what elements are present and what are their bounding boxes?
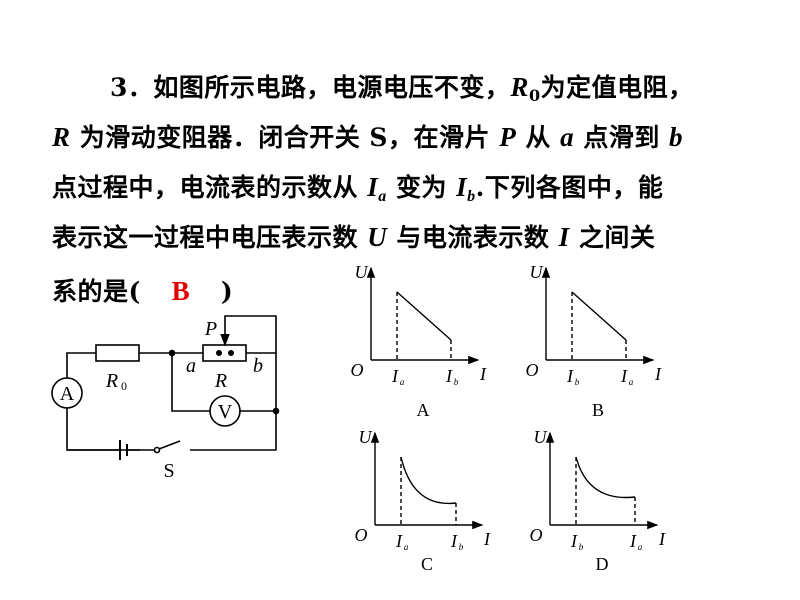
- r0-label: R: [105, 370, 118, 392]
- var-r0: R: [510, 72, 529, 102]
- tick-sub: b: [459, 542, 464, 552]
- r0-sub: 0: [121, 379, 127, 393]
- origin-label: O: [355, 525, 368, 545]
- tick-label: I: [566, 366, 574, 386]
- question-line-5: 系的是( B): [52, 272, 233, 308]
- tick-sub: a: [629, 377, 634, 387]
- question-line-3: 点过程中，电流表的示数从 Ia 变为 Ib.下列各图中，能: [52, 168, 663, 206]
- tick-sub: a: [404, 542, 409, 552]
- var: b: [669, 122, 684, 152]
- option-label: A: [417, 400, 430, 420]
- x-axis-label: I: [654, 364, 662, 384]
- text: 为滑动变阻器．闭合开关 S，在滑片: [70, 123, 500, 152]
- answer: B: [171, 276, 191, 306]
- switch-label: S: [163, 460, 174, 482]
- question-line-2: R 为滑动变阻器．闭合开关 S，在滑片 P 从 a 点滑到 b: [52, 118, 683, 154]
- tick-sub: b: [575, 377, 580, 387]
- ammeter: [51, 377, 83, 409]
- slider-label: P: [204, 318, 217, 340]
- option-label: B: [592, 400, 604, 420]
- var: P: [499, 122, 517, 152]
- tick-sub: a: [400, 377, 405, 387]
- tick-label: I: [620, 366, 628, 386]
- ammeter-label: A: [60, 383, 75, 405]
- question-line-1: 3．如图所示电路，电源电压不变，R0为定值电阻，: [110, 68, 694, 105]
- origin-label: O: [530, 525, 543, 545]
- tick-label: I: [445, 366, 453, 386]
- text: 为定值电阻，: [540, 73, 694, 102]
- var: I: [558, 222, 570, 252]
- ui-curve: [396, 291, 452, 341]
- switch: [153, 446, 161, 454]
- var: a: [560, 122, 575, 152]
- x-axis-label: I: [483, 529, 491, 549]
- text: ): [220, 277, 234, 306]
- y-axis-label: U: [359, 427, 373, 447]
- origin-label: O: [526, 360, 539, 380]
- x-axis-label: I: [479, 364, 487, 384]
- sub: 0: [528, 86, 541, 105]
- text: 变为: [386, 173, 457, 202]
- var: I: [367, 172, 379, 202]
- origin-label: O: [351, 360, 364, 380]
- x-axis-label: I: [658, 529, 666, 549]
- tick-sub: a: [638, 542, 643, 552]
- text: 点滑到: [574, 123, 670, 152]
- tick-sub: b: [579, 542, 584, 552]
- ui-curve: [571, 291, 627, 341]
- voltmeter: [209, 395, 241, 427]
- option-label: C: [421, 554, 433, 574]
- resistor-r0: [95, 344, 140, 362]
- text: 系的是(: [52, 277, 141, 306]
- point-a-label: a: [186, 355, 196, 377]
- question-number: 3．: [110, 73, 154, 102]
- tick-label: I: [570, 531, 578, 551]
- voltmeter-label: V: [218, 401, 233, 423]
- y-axis-label: U: [355, 262, 369, 282]
- tick-label: I: [395, 531, 403, 551]
- dashed-guides: [396, 292, 452, 360]
- text: 点过程中，电流表的示数从: [52, 173, 368, 202]
- text: 表示这一过程中电压表示数: [52, 223, 368, 252]
- text: 与电流表示数: [387, 223, 559, 252]
- var: U: [367, 222, 388, 252]
- circuit-diagram: [51, 315, 280, 460]
- text: .下列各图中，能: [475, 173, 664, 202]
- dashed-guides: [575, 457, 636, 525]
- tick-sub: b: [454, 377, 459, 387]
- var: R: [52, 122, 71, 152]
- tick-label: I: [450, 531, 458, 551]
- var: I: [456, 172, 468, 202]
- rheostat-label: R: [214, 370, 227, 392]
- ui-curve: [575, 456, 636, 499]
- rheostat-r: [202, 344, 247, 362]
- option-label: D: [596, 554, 609, 574]
- question-line-4: 表示这一过程中电压表示数 U 与电流表示数 I 之间关: [52, 218, 655, 254]
- tick-label: I: [391, 366, 399, 386]
- tick-label: I: [629, 531, 637, 551]
- text: 从: [516, 123, 561, 152]
- y-axis-label: U: [530, 262, 544, 282]
- slider-wire: [224, 315, 277, 353]
- ui-curve: [400, 456, 457, 505]
- text: 如图所示电路，电源电压不变，: [153, 73, 511, 102]
- text: 之间关: [569, 223, 656, 252]
- sub: a: [378, 188, 387, 205]
- dashed-guides: [571, 292, 627, 360]
- dashed-guides: [400, 457, 457, 525]
- sub: b: [467, 188, 476, 205]
- point-b-label: b: [253, 355, 263, 377]
- y-axis-label: U: [534, 427, 548, 447]
